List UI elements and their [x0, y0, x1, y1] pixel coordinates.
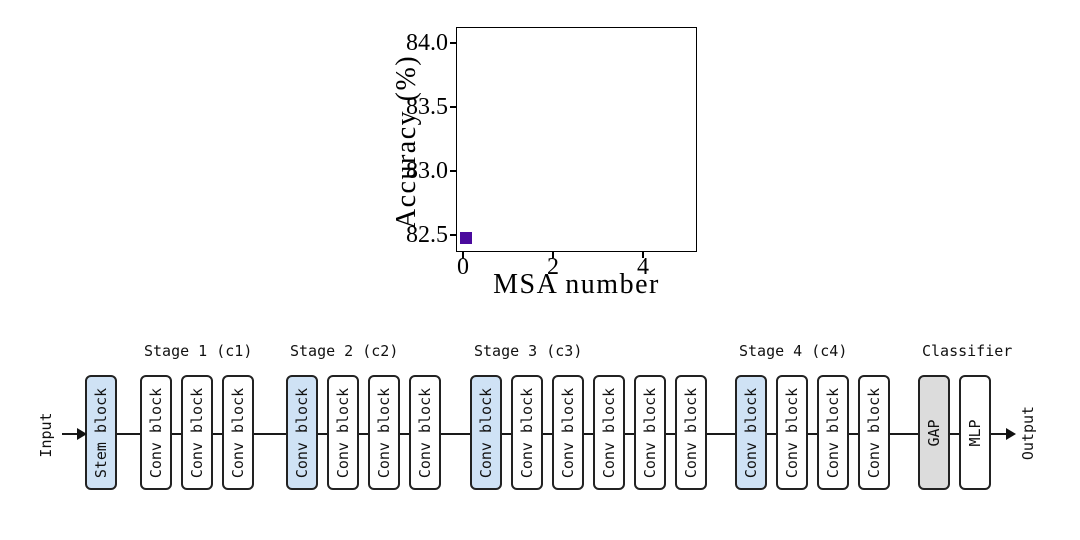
x-tick-mark [642, 252, 644, 258]
y-tick-mark [450, 42, 456, 44]
block-label: GAP [925, 418, 943, 447]
x-tick-mark [552, 252, 554, 258]
stem-group: Stem block [85, 375, 117, 490]
block-label: Conv block [334, 387, 352, 478]
block-row: Stem block [85, 375, 117, 490]
block-conv-block: Conv block [286, 375, 318, 490]
block-conv-block: Conv block [817, 375, 849, 490]
block-label: Conv block [865, 387, 883, 478]
block-conv-block: Conv block [181, 375, 213, 490]
y-tick-mark [450, 170, 456, 172]
block-stem-block: Stem block [85, 375, 117, 490]
block-conv-block: Conv block [140, 375, 172, 490]
block-label: Conv block [742, 387, 760, 478]
block-conv-block: Conv block [776, 375, 808, 490]
input-label: Input [37, 412, 55, 458]
block-conv-block: Conv block [409, 375, 441, 490]
block-row: Conv block Conv block Conv block [140, 375, 254, 490]
block-label: Conv block [559, 387, 577, 478]
block-row: Conv block Conv block Conv block Conv block… [470, 375, 707, 490]
block-conv-block: Conv block [675, 375, 707, 490]
block-label: Conv block [824, 387, 842, 478]
block-label: Conv block [229, 387, 247, 478]
block-label: Conv block [188, 387, 206, 478]
block-label: Conv block [293, 387, 311, 478]
stage-label: Stage 3 (c3) [474, 342, 583, 360]
x-axis-label: MSA number [493, 269, 660, 300]
block-mlp: MLP [959, 375, 991, 490]
stage-label: Stage 1 (c1) [144, 342, 253, 360]
block-gap: GAP [918, 375, 950, 490]
block-conv-block: Conv block [511, 375, 543, 490]
block-row: Conv block Conv block Conv block Conv block [286, 375, 441, 490]
block-label: Stem block [92, 387, 110, 478]
block-label: Conv block [477, 387, 495, 478]
msa-accuracy-chart: Accuracy (%) 82.5 83.0 83.5 84.0 0 2 4 M… [391, 27, 697, 300]
stage-label: Stage 4 (c4) [739, 342, 848, 360]
block-label: Conv block [375, 387, 393, 478]
block-conv-block: Conv block [327, 375, 359, 490]
block-row: Conv block Conv block Conv block Conv block [735, 375, 890, 490]
x-tick-label: 2 [547, 254, 559, 280]
x-tick-label: 0 [457, 254, 469, 280]
block-label: MLP [966, 418, 984, 447]
block-label: Conv block [783, 387, 801, 478]
block-label: Conv block [641, 387, 659, 478]
block-conv-block: Conv block [735, 375, 767, 490]
block-label: Conv block [600, 387, 618, 478]
y-tick-mark [450, 234, 456, 236]
stage-label: Stage 2 (c2) [290, 342, 399, 360]
block-conv-block: Conv block [858, 375, 890, 490]
block-label: Conv block [147, 387, 165, 478]
output-label: Output [1019, 405, 1037, 461]
block-label: Conv block [416, 387, 434, 478]
y-tick-label: 83.5 [406, 94, 448, 120]
y-tick-label: 83.0 [406, 158, 448, 184]
block-conv-block: Conv block [368, 375, 400, 490]
block-label: Conv block [682, 387, 700, 478]
output-arrow-icon [1006, 428, 1016, 440]
input-arrow-icon [77, 428, 87, 440]
block-conv-block: Conv block [470, 375, 502, 490]
x-tick-mark [462, 252, 464, 258]
y-tick-label: 84.0 [406, 30, 448, 56]
block-conv-block: Conv block [222, 375, 254, 490]
plot-area [456, 27, 697, 252]
stage-label: Classifier [922, 342, 1013, 360]
x-tick-label: 4 [637, 254, 649, 280]
y-tick-mark [450, 106, 456, 108]
block-conv-block: Conv block [552, 375, 584, 490]
y-tick-label: 82.5 [406, 222, 448, 248]
block-conv-block: Conv block [634, 375, 666, 490]
block-row: GAP MLP [918, 375, 991, 490]
block-conv-block: Conv block [593, 375, 625, 490]
data-point-marker [460, 232, 472, 244]
block-label: Conv block [518, 387, 536, 478]
